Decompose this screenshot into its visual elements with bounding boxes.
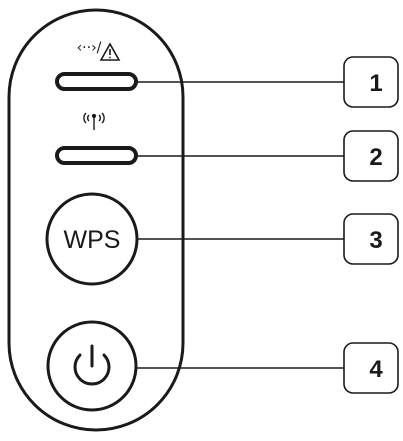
status-error-icon: ‹··›/ xyxy=(77,40,121,61)
svg-text:‹··›/: ‹··›/ xyxy=(77,40,102,56)
callout-4: 4 xyxy=(343,342,399,394)
callout-3: 3 xyxy=(343,213,399,265)
power-button[interactable] xyxy=(46,320,138,412)
callout-3-number: 3 xyxy=(369,227,382,254)
callout-4-number: 4 xyxy=(369,356,383,383)
callout-1-number: 1 xyxy=(369,70,382,97)
callout-2: 2 xyxy=(343,130,399,182)
status-led-button[interactable] xyxy=(55,72,138,91)
callout-2-number: 2 xyxy=(369,144,382,171)
wireless-led-button[interactable] xyxy=(55,146,138,165)
wps-label: WPS xyxy=(64,226,121,254)
wireless-icon xyxy=(83,112,105,130)
power-icon xyxy=(73,344,111,386)
wps-button[interactable]: WPS xyxy=(45,192,139,286)
callout-1: 1 xyxy=(343,56,399,108)
